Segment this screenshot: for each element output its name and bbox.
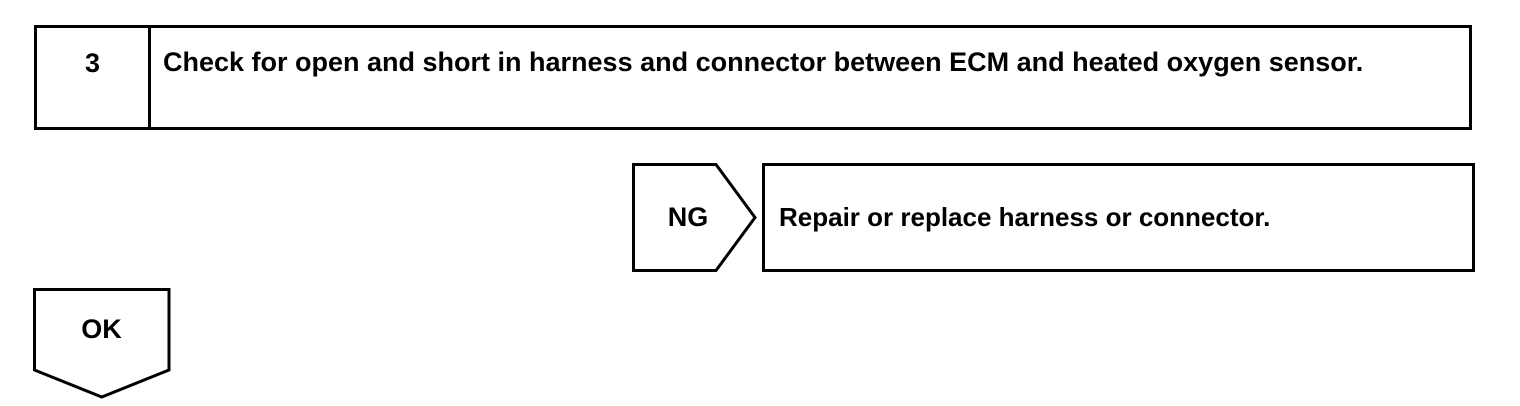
ok-arrow-shape <box>33 288 171 399</box>
step-box: 3 Check for open and short in harness an… <box>34 25 1472 130</box>
ok-label: OK <box>81 314 122 344</box>
ng-action-text: Repair or replace harness or connector. <box>779 202 1271 232</box>
ng-arrow-shape <box>632 163 757 272</box>
ng-action-box: Repair or replace harness or connector. <box>762 163 1475 272</box>
step-title: Check for open and short in harness and … <box>163 47 1364 77</box>
ng-label: NG <box>667 202 709 232</box>
ng-arrow-badge: NG <box>632 163 758 272</box>
step-number: 3 <box>37 28 151 127</box>
ok-arrow-badge: OK <box>33 288 173 400</box>
